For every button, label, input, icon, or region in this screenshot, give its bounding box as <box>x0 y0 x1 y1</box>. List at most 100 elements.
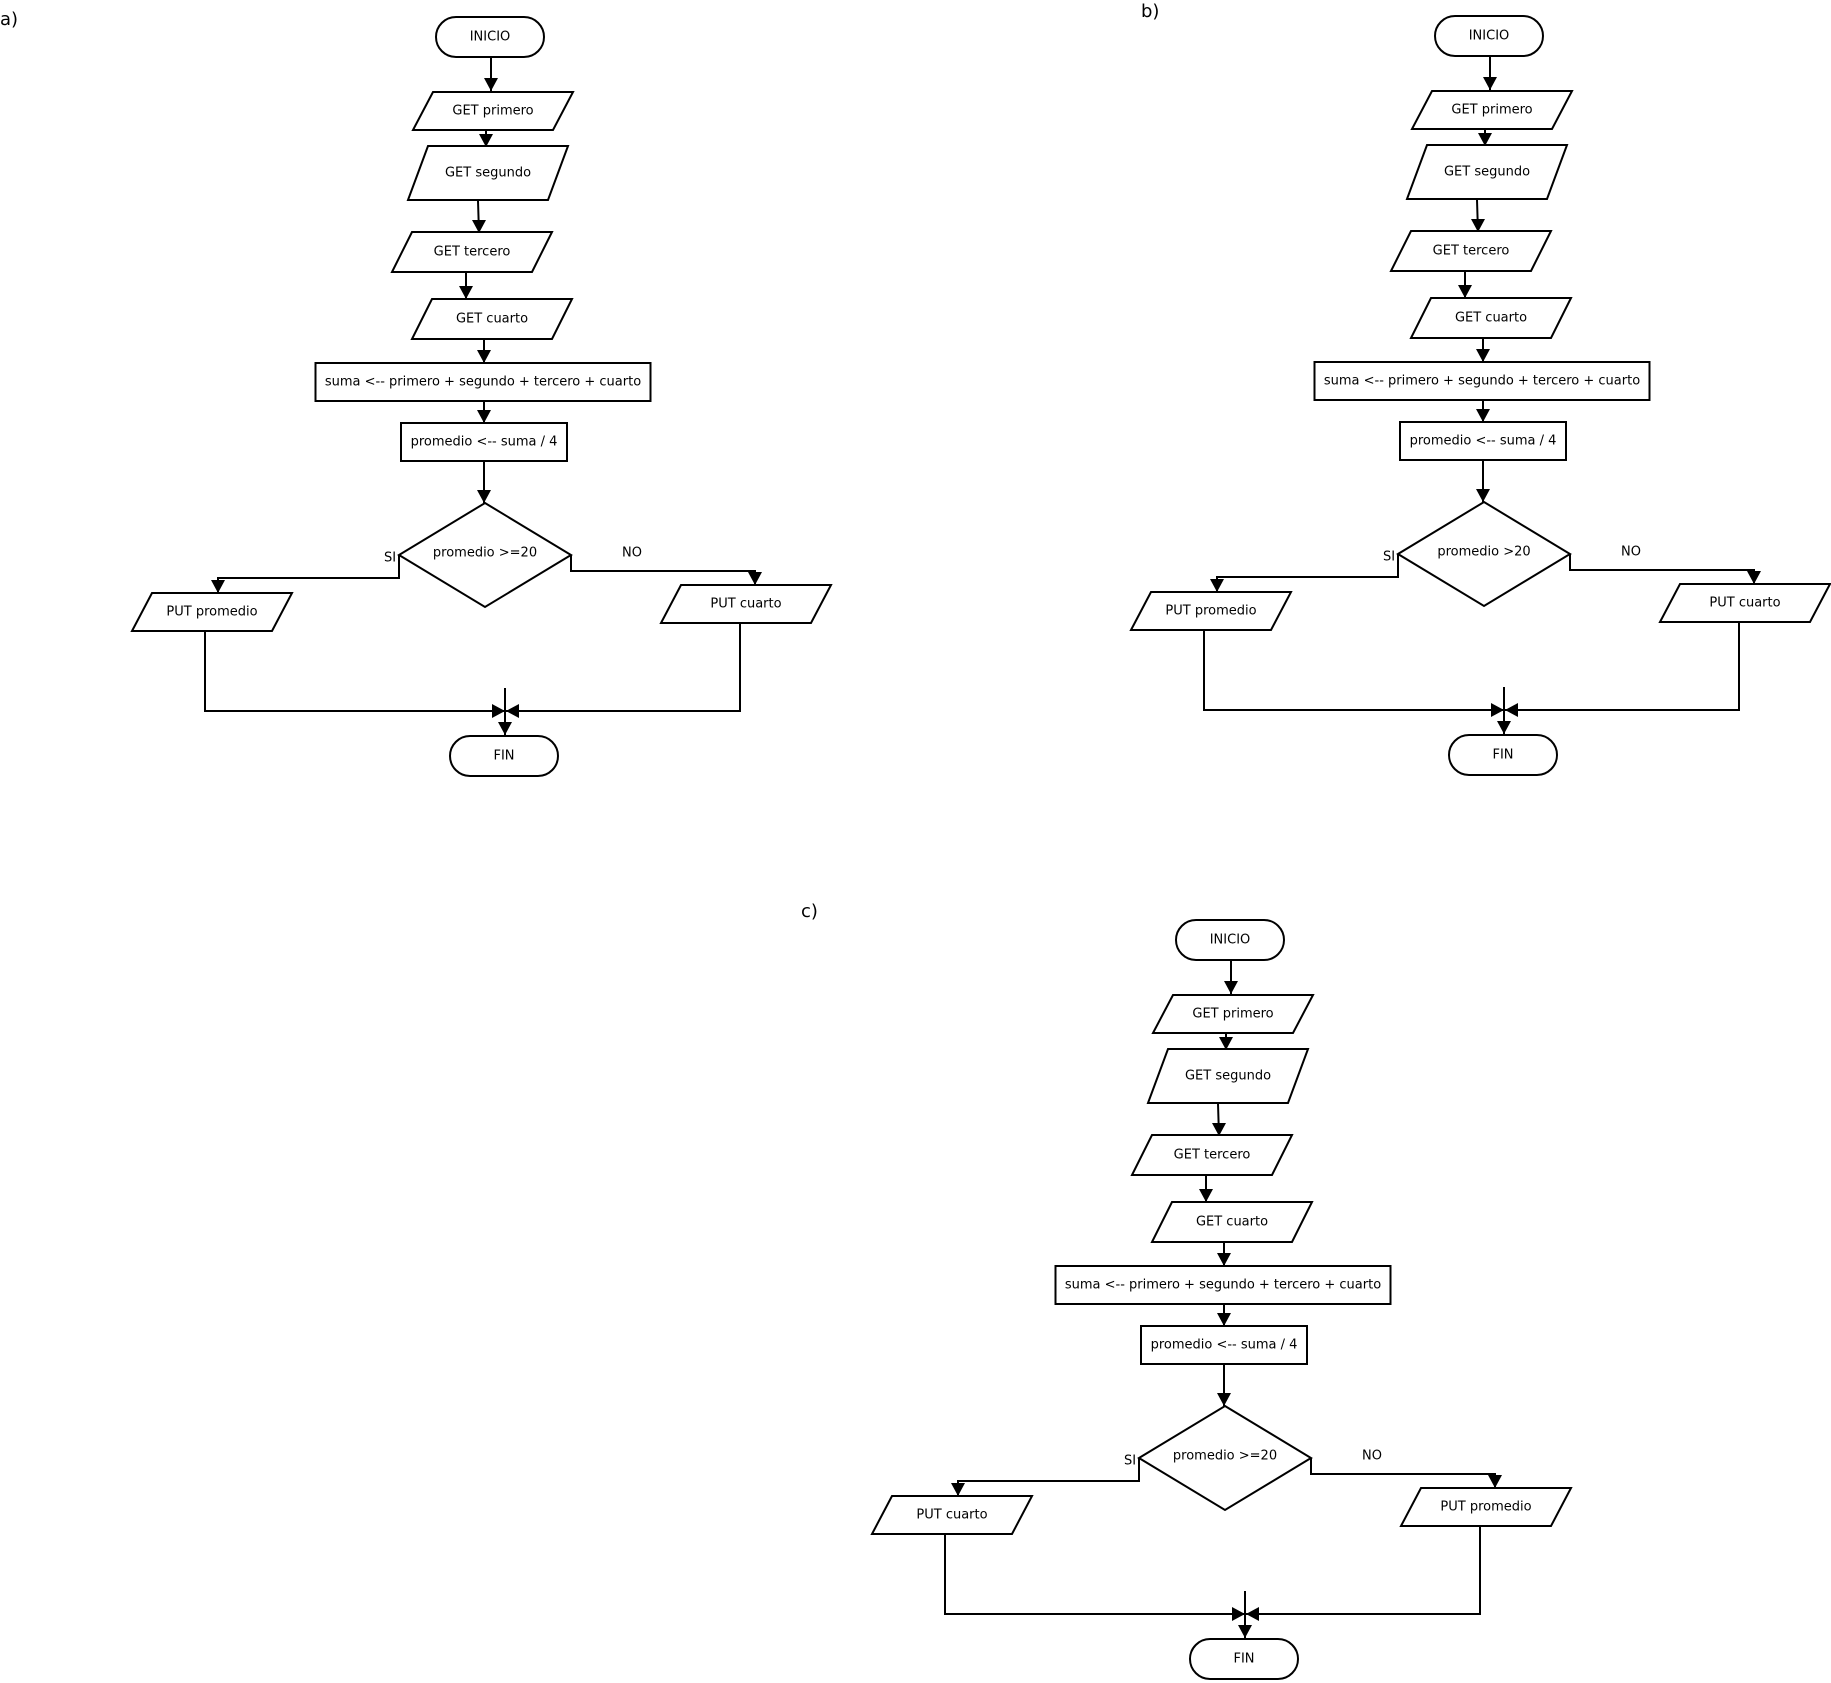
edge-suma-to-promedio-arrowhead <box>1476 409 1490 422</box>
edge-primero-to-segundo-arrowhead <box>479 134 493 147</box>
sum-process-shape <box>1313 361 1651 401</box>
edge-merge-to-fin-arrowhead <box>1497 721 1511 734</box>
edge-cuarto-to-suma-arrowhead <box>1217 1253 1231 1266</box>
edge-yes-to-merge-arrowhead <box>1491 703 1504 717</box>
start-terminal-label: INICIO <box>470 30 511 45</box>
get-cuarto-label: GET cuarto <box>456 312 528 327</box>
end-terminal-shape <box>1448 734 1558 776</box>
edge-no-branch <box>1569 554 1755 584</box>
no-branch-label: NO <box>622 546 642 561</box>
get-primero-label: GET primero <box>1451 103 1532 118</box>
edge-no-branch <box>570 555 756 585</box>
sum-process-shape <box>1054 1265 1392 1305</box>
start-terminal-label: INICIO <box>1210 933 1251 948</box>
get-segundo-shape <box>406 145 570 201</box>
edge-no-to-merge-arrowhead <box>506 704 519 718</box>
get-tercero-label: GET tercero <box>434 245 511 260</box>
get-primero-shape <box>1410 90 1574 130</box>
edge-segundo-to-tercero-arrowhead <box>472 220 486 233</box>
average-process-label: promedio <-- suma / 4 <box>411 435 558 450</box>
sum-process-label: suma <-- primero + segundo + tercero + c… <box>1065 1278 1381 1293</box>
edge-no-to-merge <box>1505 622 1740 711</box>
decision-shape <box>397 501 573 609</box>
panel-label-c: c) <box>801 901 818 922</box>
get-segundo-shape <box>1146 1048 1310 1104</box>
edge-yes-branch-arrowhead <box>1210 579 1224 592</box>
decision-shape <box>1396 500 1572 608</box>
edge-suma-to-promedio-arrowhead <box>1217 1313 1231 1326</box>
no-output-shape <box>1399 1487 1573 1527</box>
get-cuarto-shape <box>1150 1201 1314 1243</box>
edge-no-to-merge-arrowhead <box>1246 1607 1259 1621</box>
edge-no-branch <box>1310 1458 1496 1488</box>
average-process-label: promedio <-- suma / 4 <box>1151 1338 1298 1353</box>
edge-yes-branch-arrowhead <box>211 580 225 593</box>
end-terminal-shape <box>449 735 559 777</box>
edge-tercero-to-cuarto-arrowhead <box>1458 285 1472 298</box>
get-segundo-label: GET segundo <box>1444 165 1530 180</box>
edge-yes-to-merge-arrowhead <box>492 704 505 718</box>
edge-yes-branch-arrowhead <box>951 1483 965 1496</box>
get-cuarto-label: GET cuarto <box>1455 311 1527 326</box>
get-primero-shape <box>411 91 575 131</box>
yes-branch-label: SI <box>384 551 396 566</box>
get-segundo-label: GET segundo <box>445 166 531 181</box>
yes-branch-label: SI <box>1383 550 1395 565</box>
edge-yes-branch <box>217 555 400 593</box>
edge-yes-to-merge <box>1203 630 1504 711</box>
edge-yes-to-merge <box>944 1534 1245 1615</box>
no-output-shape <box>1658 583 1831 623</box>
yes-output-shape <box>1129 591 1293 631</box>
sum-process-label: suma <-- primero + segundo + tercero + c… <box>325 375 641 390</box>
edge-segundo-to-tercero-arrowhead <box>1471 219 1485 232</box>
edge-tercero-to-cuarto-arrowhead <box>1199 1189 1213 1202</box>
edge-start-to-get-primero-arrowhead <box>1483 77 1497 90</box>
edge-yes-to-merge <box>204 631 505 712</box>
panel-label-a: a) <box>0 9 18 30</box>
yes-output-label: PUT cuarto <box>916 1508 987 1523</box>
edge-segundo-to-tercero-arrowhead <box>1212 1123 1226 1136</box>
edge-merge-to-fin-arrowhead <box>1238 1625 1252 1638</box>
get-tercero-label: GET tercero <box>1174 1148 1251 1163</box>
edge-no-branch-arrowhead <box>1747 571 1761 584</box>
end-terminal-label: FIN <box>1492 748 1513 763</box>
no-output-label: PUT cuarto <box>1709 596 1780 611</box>
get-tercero-shape <box>1130 1134 1294 1176</box>
edge-primero-to-segundo-arrowhead <box>1478 133 1492 146</box>
edge-no-branch-arrowhead <box>1488 1475 1502 1488</box>
edge-start-to-get-primero-arrowhead <box>484 78 498 91</box>
get-primero-label: GET primero <box>452 104 533 119</box>
average-process-shape <box>1140 1325 1308 1365</box>
end-terminal-shape <box>1189 1638 1299 1680</box>
get-segundo-label: GET segundo <box>1185 1069 1271 1084</box>
sum-process-label: suma <-- primero + segundo + tercero + c… <box>1324 374 1640 389</box>
no-output-shape <box>659 584 833 624</box>
yes-output-label: PUT promedio <box>1165 604 1256 619</box>
edge-tercero-to-cuarto-arrowhead <box>459 286 473 299</box>
get-cuarto-label: GET cuarto <box>1196 1215 1268 1230</box>
end-terminal-label: FIN <box>1233 1652 1254 1667</box>
start-terminal-label: INICIO <box>1469 29 1510 44</box>
average-process-label: promedio <-- suma / 4 <box>1410 434 1557 449</box>
yes-output-shape <box>870 1495 1034 1535</box>
get-segundo-shape <box>1405 144 1569 200</box>
decision-label: promedio >20 <box>1437 545 1530 560</box>
edge-yes-to-merge-arrowhead <box>1232 1607 1245 1621</box>
edge-cuarto-to-suma-arrowhead <box>1476 349 1490 362</box>
edge-no-to-merge-arrowhead <box>1505 703 1518 717</box>
get-cuarto-shape <box>1409 297 1573 339</box>
edge-start-to-get-primero-arrowhead <box>1224 981 1238 994</box>
yes-branch-label: SI <box>1124 1454 1136 1469</box>
end-terminal-label: FIN <box>493 749 514 764</box>
get-tercero-shape <box>1389 230 1553 272</box>
edge-merge-to-fin-arrowhead <box>498 722 512 735</box>
decision-label: promedio >=20 <box>1173 1449 1277 1464</box>
panel-label-b: b) <box>1141 1 1159 22</box>
decision-shape <box>1137 1404 1313 1512</box>
edge-no-to-merge <box>506 623 741 712</box>
yes-output-shape <box>130 592 294 632</box>
edge-promedio-to-decision-arrowhead <box>1476 489 1490 502</box>
